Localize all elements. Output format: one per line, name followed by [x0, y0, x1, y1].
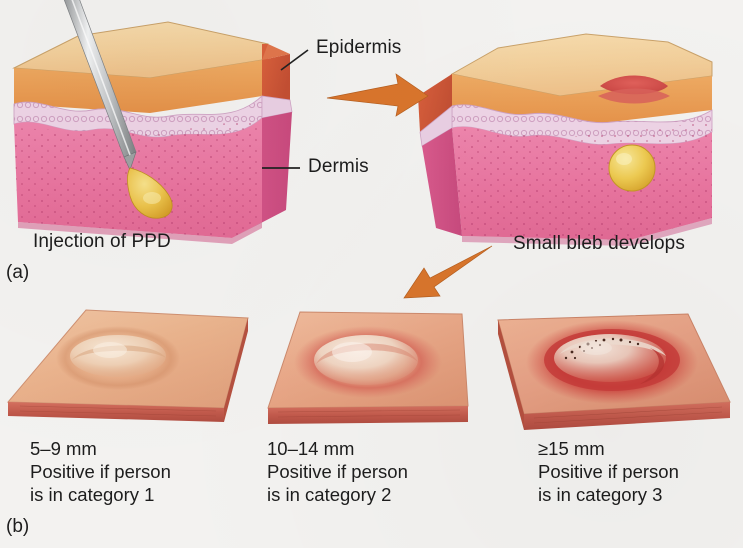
reaction-2-line1: Positive if person — [267, 461, 408, 482]
injection-caption: Injection of PPD — [33, 231, 171, 252]
epidermis-label: Epidermis — [316, 37, 402, 58]
skin-patch-category-1 — [6, 309, 249, 422]
panel-b-illustration — [6, 309, 731, 430]
patch-edge-3 — [524, 402, 730, 430]
reaction-1-line1: Positive if person — [30, 461, 171, 482]
skin-block-bleb — [418, 33, 713, 246]
block-side-epidermis — [262, 54, 290, 100]
reaction-1-size: 5–9 mm — [30, 438, 97, 459]
block-side-epidermis-right — [418, 74, 452, 132]
raised-welt — [600, 75, 668, 95]
reaction-1-line2: is in category 1 — [30, 484, 155, 505]
reaction-2-line2: is in category 2 — [267, 484, 392, 505]
panel-a-tag: (a) — [6, 262, 30, 283]
reaction-2-size: 10–14 mm — [267, 438, 355, 459]
reaction-3-size: ≥15 mm — [538, 438, 605, 459]
bleb-sphere — [608, 144, 656, 192]
patch-edge-1b — [224, 318, 248, 422]
block-side-dermis-right — [422, 128, 462, 236]
skin-patch-category-3 — [497, 313, 731, 430]
panel-a-illustration — [12, 0, 713, 299]
dermis-label: Dermis — [308, 156, 369, 177]
skin-block-injection — [12, 0, 293, 244]
arrow-down-left — [403, 245, 493, 299]
reaction-3-line2: is in category 3 — [538, 484, 663, 505]
epidermis-leader-line — [280, 49, 309, 71]
induration-2 — [314, 335, 418, 385]
bleb-caption: Small bleb develops — [513, 233, 685, 254]
syringe-needle — [63, 0, 137, 171]
skin-patch-category-2 — [267, 311, 469, 424]
arrow-right — [326, 73, 429, 117]
block-side-dermis — [232, 112, 292, 238]
reaction-3-line1: Positive if person — [538, 461, 679, 482]
epidermis-band — [14, 60, 262, 113]
panel-b-tag: (b) — [6, 516, 30, 537]
